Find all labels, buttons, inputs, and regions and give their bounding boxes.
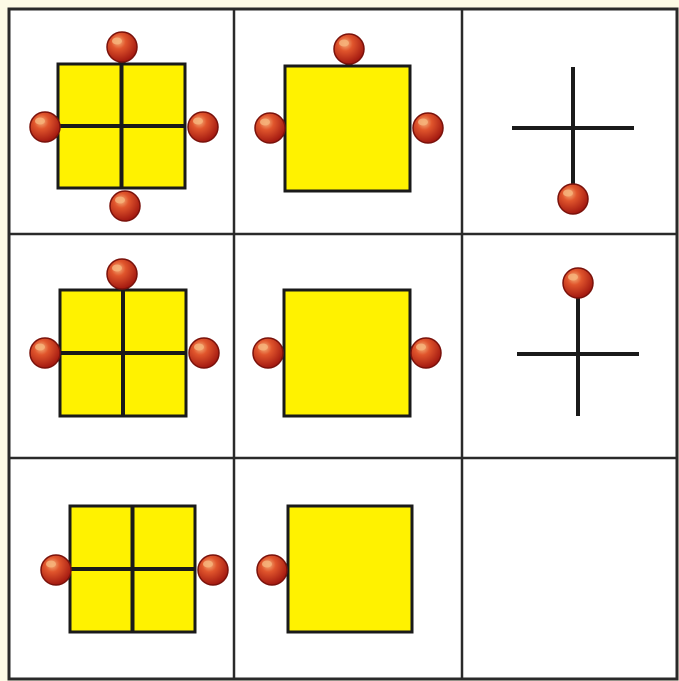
ball-highlight <box>194 344 204 351</box>
red-ball-top <box>563 268 593 298</box>
ball-highlight <box>260 119 270 126</box>
ball-highlight <box>112 265 122 272</box>
ball-highlight <box>35 344 45 351</box>
red-ball-left <box>253 338 283 368</box>
red-ball-bottom <box>558 184 588 214</box>
red-ball-left <box>30 338 60 368</box>
ball-highlight <box>46 561 56 568</box>
red-ball-right <box>198 555 228 585</box>
red-ball-left <box>255 113 285 143</box>
red-ball-top <box>107 32 137 62</box>
red-ball-right <box>188 112 218 142</box>
red-ball-right <box>411 338 441 368</box>
red-ball-right <box>189 338 219 368</box>
ball-highlight <box>115 197 125 204</box>
red-ball-bottom <box>110 191 140 221</box>
red-ball-right <box>413 113 443 143</box>
cell-r3-c3[interactable] <box>465 461 674 676</box>
red-ball-left <box>41 555 71 585</box>
grid-cells <box>30 32 674 676</box>
ball-highlight <box>35 118 45 125</box>
ball-highlight <box>262 561 272 568</box>
yellow-square <box>284 290 410 416</box>
ball-highlight <box>339 40 349 47</box>
red-ball-left <box>30 112 60 142</box>
ball-highlight <box>112 38 122 45</box>
red-ball-top <box>107 259 137 289</box>
ball-highlight <box>203 561 213 568</box>
ball-highlight <box>568 274 578 281</box>
red-ball-left <box>257 555 287 585</box>
yellow-square <box>288 506 412 632</box>
empty-answer-cell[interactable] <box>465 461 674 676</box>
ball-highlight <box>563 190 573 197</box>
ball-highlight <box>193 118 203 125</box>
ball-highlight <box>258 344 268 351</box>
ball-highlight <box>418 119 428 126</box>
ball-highlight <box>416 344 426 351</box>
red-ball-top <box>334 34 364 64</box>
yellow-square <box>285 66 410 191</box>
